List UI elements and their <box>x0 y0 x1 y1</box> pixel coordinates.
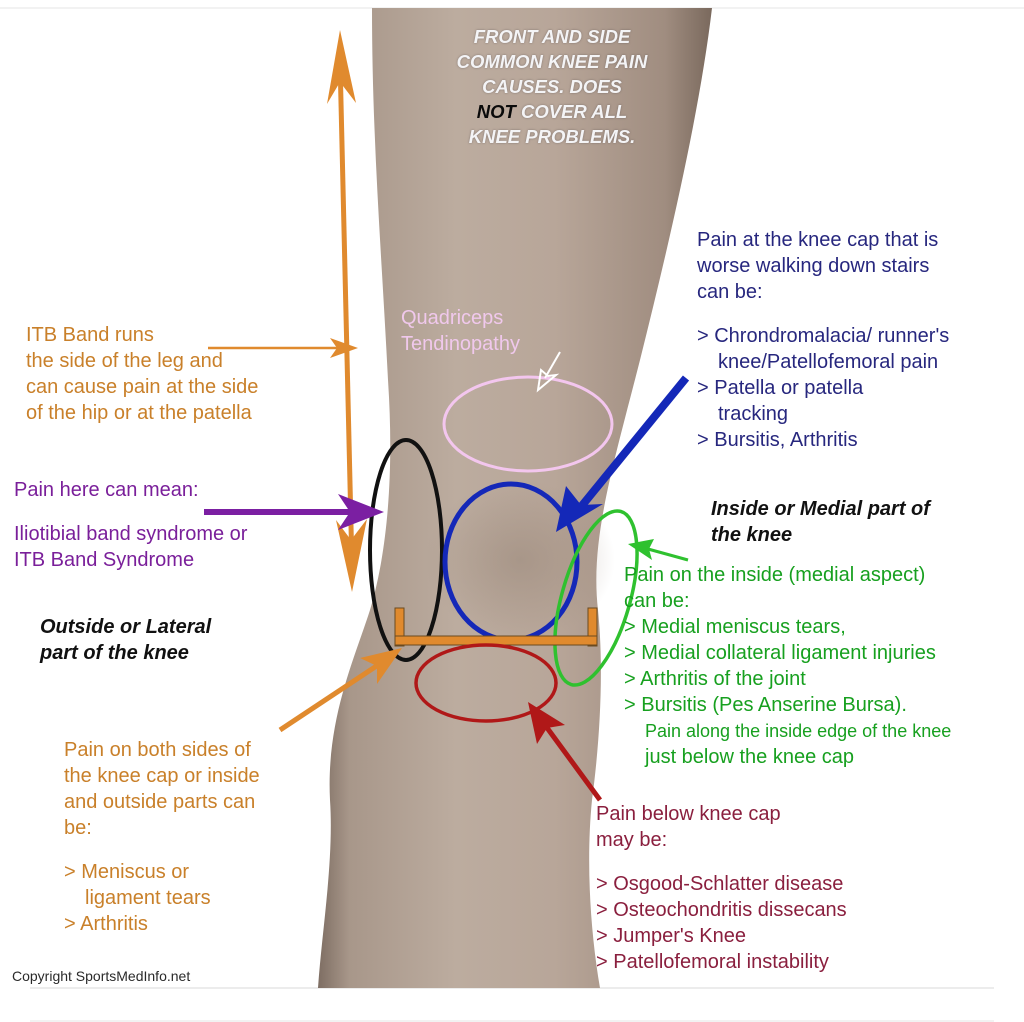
medial-ellipse <box>553 509 639 687</box>
knee-cap-item-3: > Patella or patella <box>697 377 864 399</box>
quadriceps-line-2: Tendinopathy <box>401 333 520 355</box>
itb-line-2: the side of the leg and <box>26 350 223 372</box>
medial-arrow-shaft <box>647 547 689 562</box>
lateral-line-2: part of the knee <box>40 642 189 664</box>
knee-cap-line-1: Pain at the knee cap that is <box>697 229 939 251</box>
title-line-4: NOT COVER ALL <box>392 99 712 124</box>
lateral-ellipse <box>368 438 444 662</box>
itb-syndrome-text: Pain here can mean: Iliotibial band synd… <box>14 477 247 573</box>
medial-line-2: the knee <box>711 524 793 546</box>
bracket-right-post <box>587 607 598 647</box>
itb-line-4: of the hip or at the patella <box>26 402 252 424</box>
knee-cap-item-4: tracking <box>718 403 789 425</box>
title-line-4-rest: COVER ALL <box>515 101 628 122</box>
itb-syndrome-heading: Pain here can mean: <box>14 479 199 501</box>
below-line-2: may be: <box>596 829 668 851</box>
itb-line-3: can cause pain at the side <box>26 376 259 398</box>
both-sides-arrow-shaft <box>278 662 380 733</box>
itb-arrow-head-bottom <box>336 519 367 592</box>
itb-syndrome-line-2: ITB Band Syndrome <box>14 549 195 571</box>
both-sides-text: Pain on both sides of the knee cap or in… <box>64 737 260 937</box>
knee-cap-arrow-head <box>556 486 603 532</box>
lateral-line-1: Outside or Lateral <box>40 616 212 638</box>
title-line-1: FRONT AND SIDE <box>473 26 631 47</box>
itb-band-text: ITB Band runs the side of the leg and ca… <box>26 322 258 426</box>
inside-item-1: > Medial meniscus tears, <box>624 616 846 638</box>
inside-note-2: just below the knee cap <box>645 746 855 768</box>
below-cap-arrow-shaft <box>542 723 603 802</box>
knee-cap-item-2: knee/Patellofemoral pain <box>718 351 939 373</box>
knee-cap-line-3: can be: <box>697 281 763 303</box>
quadriceps-ellipse <box>442 375 614 473</box>
knee-cap-arrow-shaft <box>576 375 690 511</box>
both-sides-item-2: ligament tears <box>85 887 211 909</box>
bracket-left-post <box>394 607 405 647</box>
quadriceps-arrow-head <box>536 368 560 393</box>
itb-line-1: ITB Band runs <box>26 324 154 346</box>
title-line-2: COMMON KNEE PAIN <box>456 51 648 72</box>
inside-text: Pain on the inside (medial aspect) can b… <box>624 562 951 770</box>
quadriceps-label: Quadriceps Tendinopathy <box>401 305 520 357</box>
below-cap-arrow-head <box>528 702 565 744</box>
lateral-label: Outside or Lateral part of the knee <box>40 614 211 666</box>
medial-arrow-head <box>628 539 654 560</box>
below-item-2: > Osteochondritis dissecans <box>596 899 847 921</box>
inside-item-4: > Bursitis (Pes Anserine Bursa). <box>624 694 907 716</box>
both-sides-item-3: > Arthritis <box>64 913 148 935</box>
inside-item-3: > Arthritis of the joint <box>624 668 806 690</box>
itb-arrow-head-top <box>327 30 356 104</box>
itb-vertical-arrow-shaft <box>337 59 355 569</box>
below-cap-ellipse <box>414 643 558 723</box>
both-sides-line-3: and outside parts can <box>64 791 256 813</box>
both-sides-line-1: Pain on both sides of <box>64 739 251 761</box>
quadriceps-line-1: Quadriceps <box>401 307 504 329</box>
inside-line-2: can be: <box>624 590 690 612</box>
itb-syndrome-line-1: Iliotibial band syndrome or <box>14 523 248 545</box>
knee-cap-item-1: > Chrondromalacia/ runner's <box>697 325 950 347</box>
both-sides-line-4: be: <box>64 817 92 839</box>
itb-label-arrow-head <box>330 338 358 358</box>
both-sides-arrow-head <box>360 648 402 684</box>
both-sides-line-2: the knee cap or inside <box>64 765 260 787</box>
inside-note-1: Pain along the inside edge of the knee <box>645 721 952 741</box>
inside-line-1: Pain on the inside (medial aspect) <box>624 564 926 586</box>
knee-cap-item-5: > Bursitis, Arthritis <box>697 429 858 451</box>
below-item-4: > Patellofemoral instability <box>596 951 829 973</box>
both-sides-item-1: > Meniscus or <box>64 861 190 883</box>
diagram-title: FRONT AND SIDE COMMON KNEE PAIN CAUSES. … <box>392 24 712 149</box>
below-item-3: > Jumper's Knee <box>596 925 747 947</box>
below-item-1: > Osgood-Schlatter disease <box>596 873 844 895</box>
title-line-3: CAUSES. DOES <box>482 76 622 97</box>
below-line-1: Pain below knee cap <box>596 803 781 825</box>
medial-label: Inside or Medial part of the knee <box>711 496 930 548</box>
itb-syndrome-arrow-head <box>338 494 384 530</box>
title-not-emphasis: NOT <box>476 101 516 122</box>
quadriceps-arrow-shaft <box>544 351 561 379</box>
medial-line-1: Inside or Medial part of <box>711 498 930 520</box>
knee-cap-text: Pain at the knee cap that is worse walki… <box>697 227 949 453</box>
title-line-5: KNEE PROBLEMS. <box>468 126 636 147</box>
knee-cap-line-2: worse walking down stairs <box>697 255 930 277</box>
below-cap-text: Pain below knee cap may be: > Osgood-Sch… <box>596 801 847 975</box>
copyright-text: Copyright SportsMedInfo.net <box>12 968 191 984</box>
inside-item-2: > Medial collateral ligament injuries <box>624 642 936 664</box>
